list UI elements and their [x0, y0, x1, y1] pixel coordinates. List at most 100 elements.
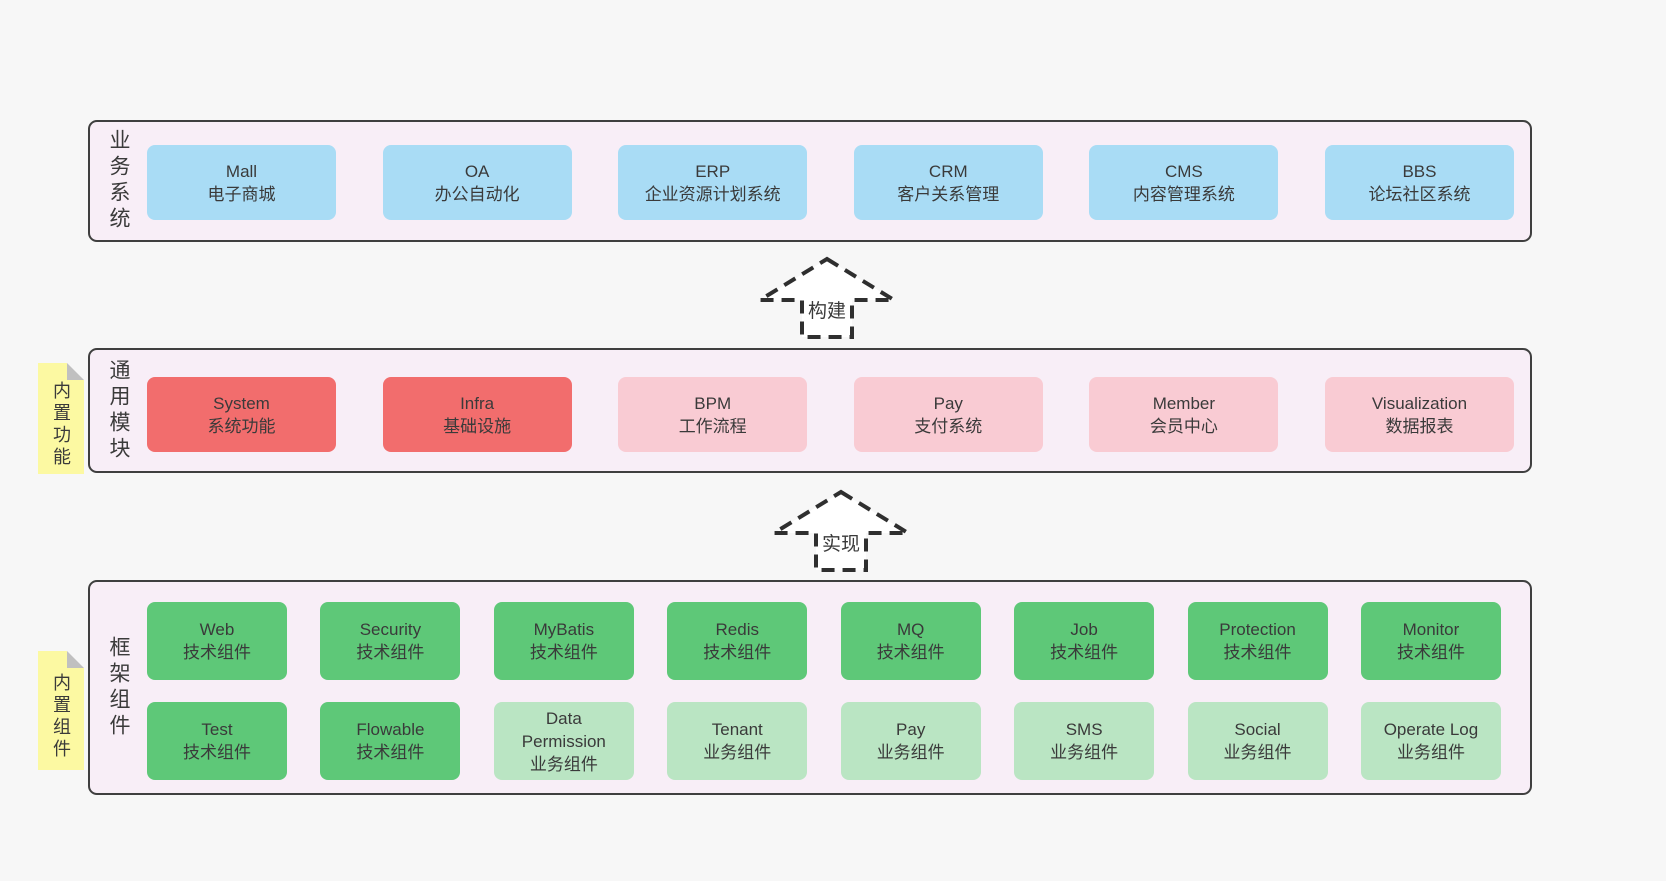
box-desc: 技术组件 [183, 643, 251, 662]
layer-label-components: 框架组件 [107, 635, 130, 740]
box-desc: 数据报表 [1385, 416, 1454, 436]
layer-business-systems: 业务系统 Mall 电子商城 OA 办公自动化 ERP 企业资源计划系统 CRM… [88, 120, 1532, 242]
sticky-note-text: 内置组件 [51, 672, 71, 761]
implement-arrow-label: 实现 [820, 529, 862, 556]
box-desc: 技术组件 [1396, 643, 1465, 662]
box-desc: 业务组件 [703, 743, 772, 762]
box-name: SMS [1065, 720, 1103, 739]
box-name: System [213, 393, 270, 413]
box-desc: 技术组件 [183, 743, 251, 762]
box-desc: 业务组件 [876, 743, 945, 762]
box-name: Pay [933, 393, 963, 413]
box-name: MQ [896, 620, 925, 639]
box-desc: 电子商城 [207, 184, 276, 204]
box-name: Flowable [356, 720, 425, 739]
box-name: OA [464, 161, 490, 181]
box-desc: 技术组件 [356, 643, 425, 662]
box-desc: 基础设施 [443, 416, 512, 436]
diagram-box: Test 技术组件 [147, 702, 287, 780]
box-desc: 内容管理系统 [1132, 184, 1235, 204]
box-name: Operate Log [1383, 720, 1479, 739]
box-desc: 技术组件 [529, 643, 598, 662]
box-desc: 技术组件 [356, 743, 425, 762]
diagram-box: System 系统功能 [147, 377, 336, 452]
layer-label-modules: 通用模块 [107, 358, 130, 463]
box-name: Protection [1219, 620, 1296, 639]
diagram-box: MQ 技术组件 [840, 602, 981, 680]
box-desc: 办公自动化 [434, 184, 520, 204]
box-name: Job [1070, 620, 1098, 639]
box-desc: 技术组件 [1050, 643, 1119, 662]
layer-common-modules: 通用模块 System 系统功能 Infra 基础设施 BPM 工作流程 Pay… [88, 348, 1532, 473]
diagram-box: Pay 业务组件 [840, 702, 981, 780]
diagram-box: Mall 电子商城 [147, 145, 336, 220]
diagram-box: BBS 论坛社区系统 [1324, 145, 1514, 220]
box-name: Monitor [1402, 620, 1460, 639]
diagram-box: Tenant 业务组件 [667, 702, 808, 780]
diagram-box: Security 技术组件 [320, 602, 461, 680]
box-name: Member [1152, 393, 1216, 413]
diagram-box: Data Permission 业务组件 [493, 702, 634, 780]
box-desc: 客户关系管理 [897, 184, 1000, 204]
box-desc: 系统功能 [207, 416, 276, 436]
sticky-note-builtin-components: 内置组件 [38, 651, 84, 770]
diagram-box: Web 技术组件 [147, 602, 287, 680]
box-name: Tenant [711, 720, 763, 739]
business-box-row: Mall 电子商城 OA 办公自动化 ERP 企业资源计划系统 CRM 客户关系… [147, 145, 1514, 220]
box-desc: 业务组件 [529, 754, 598, 774]
build-arrow-label: 构建 [806, 296, 848, 323]
components-box-row-1: Web 技术组件 Security 技术组件 MyBatis 技术组件 Redi… [147, 602, 1501, 680]
diagram-box: MyBatis 技术组件 [493, 602, 634, 680]
box-name: MyBatis [533, 620, 595, 639]
box-desc: 支付系统 [914, 416, 983, 436]
diagram-box: Operate Log 业务组件 [1360, 702, 1501, 780]
box-desc: 业务组件 [1050, 743, 1119, 762]
diagram-box: ERP 企业资源计划系统 [618, 145, 808, 220]
box-desc: 技术组件 [876, 643, 945, 662]
box-desc: 技术组件 [1223, 643, 1292, 662]
box-desc: 技术组件 [703, 643, 772, 662]
box-name: Visualization [1371, 393, 1468, 413]
diagram-box: Member 会员中心 [1089, 377, 1279, 452]
layer-framework-components: 框架组件 Web 技术组件 Security 技术组件 MyBatis 技术组件… [88, 580, 1532, 795]
layer-label-business: 业务系统 [107, 129, 130, 233]
box-desc: 论坛社区系统 [1368, 184, 1471, 204]
diagram-box: Monitor 技术组件 [1360, 602, 1501, 680]
box-name: Infra [460, 393, 495, 413]
box-desc: 企业资源计划系统 [644, 184, 781, 204]
diagram-box: Visualization 数据报表 [1324, 377, 1514, 452]
box-name: Security [359, 620, 422, 639]
sticky-note-text: 内置功能 [51, 380, 71, 469]
components-box-row-2: Test 技术组件 Flowable 技术组件 Data Permission … [147, 702, 1501, 780]
box-name: BPM [694, 393, 732, 413]
diagram-box: CRM 客户关系管理 [853, 145, 1043, 220]
box-name: Test [201, 720, 233, 739]
box-name: CRM [928, 161, 968, 181]
diagram-box: Pay 支付系统 [853, 377, 1043, 452]
implement-arrow: 实现 [771, 489, 911, 573]
diagram-box: Job 技术组件 [1014, 602, 1155, 680]
box-name: Pay [896, 720, 926, 739]
diagram-box: OA 办公自动化 [382, 145, 572, 220]
diagram-box: BPM 工作流程 [618, 377, 808, 452]
diagram-box: SMS 业务组件 [1014, 702, 1155, 780]
modules-box-row: System 系统功能 Infra 基础设施 BPM 工作流程 Pay 支付系统… [147, 377, 1514, 452]
box-name: ERP [695, 161, 731, 181]
box-name: Mall [225, 161, 258, 181]
box-desc: 业务组件 [1223, 743, 1292, 762]
box-name: Web [199, 620, 235, 639]
box-desc: 业务组件 [1396, 743, 1465, 762]
diagram-box: Infra 基础设施 [382, 377, 572, 452]
diagram-box: Social 业务组件 [1187, 702, 1328, 780]
box-name: Social [1234, 720, 1281, 739]
diagram-box: Flowable 技术组件 [320, 702, 461, 780]
box-name: Redis [715, 620, 759, 639]
build-arrow: 构建 [757, 256, 897, 340]
diagram-box: Redis 技术组件 [667, 602, 808, 680]
box-name: BBS [1402, 161, 1437, 181]
box-desc: 会员中心 [1149, 416, 1218, 436]
box-name: Data Permission [521, 708, 606, 751]
sticky-note-builtin-functions: 内置功能 [38, 363, 84, 474]
box-desc: 工作流程 [678, 416, 747, 436]
diagram-box: Protection 技术组件 [1187, 602, 1328, 680]
